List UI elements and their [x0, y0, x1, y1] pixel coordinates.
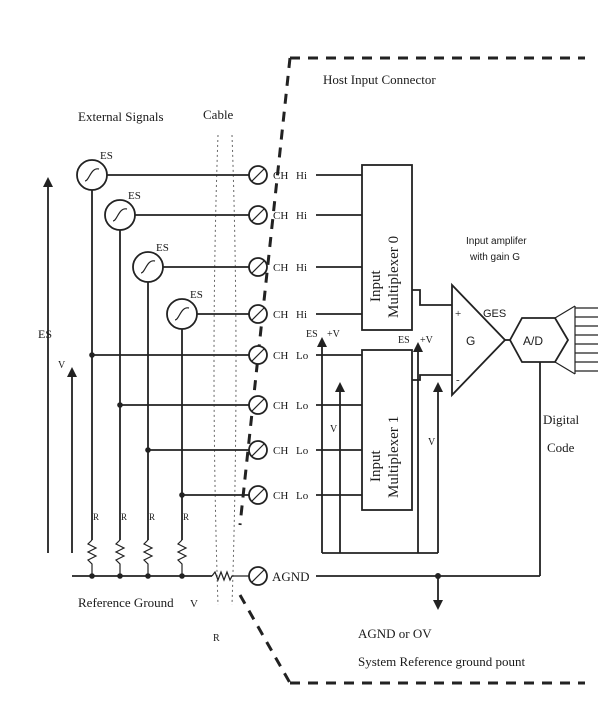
agnd-or-0v-label: AGND or OV [358, 626, 432, 641]
signal-source-0 [76, 159, 108, 191]
resistor-3 [176, 539, 188, 576]
es-label-amp: ES [398, 335, 410, 346]
host-input-connector-label: Host Input Connector [323, 72, 436, 87]
channel-3-label: CH [273, 309, 288, 321]
multiplexer-0-label-1: Input [368, 270, 384, 302]
multiplexer-1 [361, 349, 413, 511]
ground-reference-arrow [433, 576, 443, 610]
terminal-ch0-lo [248, 345, 268, 365]
external-signals-label: External Signals [78, 109, 164, 124]
channel-1-label: CH [273, 210, 288, 222]
digital-code-label-2: Code [547, 440, 575, 455]
resistor-0 [86, 539, 98, 576]
es-arrow-amp [413, 342, 423, 553]
vcm-label-amp-bottom: V [428, 437, 436, 448]
amplifier-plus: + [455, 308, 461, 320]
resistor-2-label: R [149, 512, 155, 522]
multiplexer-1-label-1: Input [368, 450, 384, 482]
resistor-3-label: R [183, 512, 189, 522]
ges-label: GES [483, 308, 506, 320]
adc-block [508, 317, 570, 363]
signal-source-3 [166, 298, 198, 330]
channel-3-pin: Hi [296, 309, 307, 321]
vcm-label-amp-top: +V [420, 335, 434, 346]
vcm-label-left: V [58, 360, 66, 371]
vcm-arrow-amp [433, 382, 443, 553]
terminal-ch2-hi [248, 257, 268, 277]
es-arrow-mux [317, 337, 327, 553]
signal-source-3-label: ES [190, 289, 203, 301]
multiplexer-0 [361, 164, 413, 331]
cable-label: Cable [203, 107, 234, 122]
terminal-ch3-lo [248, 485, 268, 505]
signal-source-1 [104, 199, 136, 231]
terminal-ch3-hi [248, 304, 268, 324]
channel-2-pin: Hi [296, 262, 307, 274]
es-arrow [43, 177, 53, 553]
channel-0-pin: Hi [296, 170, 307, 182]
terminal-ch2-lo [248, 440, 268, 460]
signal-source-2 [132, 251, 164, 283]
digital-code-label-1: Digital [543, 412, 579, 427]
input-amplifier [451, 282, 507, 398]
channel-4-label: CH [273, 350, 288, 362]
host-connector-boundary [238, 56, 585, 685]
channel-7-pin: Lo [296, 490, 309, 502]
terminal-ch1-lo [248, 395, 268, 415]
channel-5-label: CH [273, 400, 288, 412]
signal-source-1-label: ES [128, 190, 141, 202]
channel-2-label: CH [273, 262, 288, 274]
channel-6-label: CH [273, 445, 288, 457]
adc-label: A/D [523, 334, 543, 348]
terminal-ch1-hi [248, 205, 268, 225]
vcm-label-mux-top: +V [327, 329, 341, 340]
agnd-label: AGND [272, 569, 310, 584]
resistor-0-label: R [93, 512, 99, 522]
reference-ground-label: Reference Ground [78, 595, 174, 610]
channel-5-pin: Lo [296, 400, 309, 412]
channel-7-label: CH [273, 490, 288, 502]
system-reference-label: System Reference ground pount [358, 654, 526, 669]
cable-outline [213, 134, 237, 606]
resistor-1 [114, 539, 126, 576]
channel-6-pin: Lo [296, 445, 309, 457]
multiplexer-1-label-2: Multiplexer 1 [386, 416, 402, 498]
lead-resistor-label: R [213, 633, 220, 644]
amplifier-gain-label: G [466, 334, 475, 348]
terminal-ch0-hi [248, 165, 268, 185]
vcm-label-bottom: V [190, 598, 198, 610]
amplifier-caption-2: with gain G [469, 252, 520, 263]
channel-0-label: CH [273, 170, 288, 182]
resistor-2 [142, 539, 154, 576]
digital-output-lines [554, 305, 598, 375]
resistor-1-label: R [121, 512, 127, 522]
signal-source-2-label: ES [156, 242, 169, 254]
es-label-left: ES [38, 327, 52, 341]
channel-1-pin: Hi [296, 210, 307, 222]
terminal-agnd [248, 566, 268, 586]
vcm-arrow-mux [335, 382, 345, 553]
channel-4-pin: Lo [296, 350, 309, 362]
vcm-arrow-left [67, 367, 77, 553]
es-label-mux: ES [306, 329, 318, 340]
vcm-label-mux-bottom: V [330, 424, 338, 435]
amplifier-caption-1: Input amplifer [466, 236, 527, 247]
amplifier-minus: - [456, 374, 460, 386]
lead-resistor [211, 570, 251, 582]
terminals [248, 165, 268, 586]
signal-source-0-label: ES [100, 150, 113, 162]
multiplexer-0-label-2: Multiplexer 0 [386, 236, 402, 318]
